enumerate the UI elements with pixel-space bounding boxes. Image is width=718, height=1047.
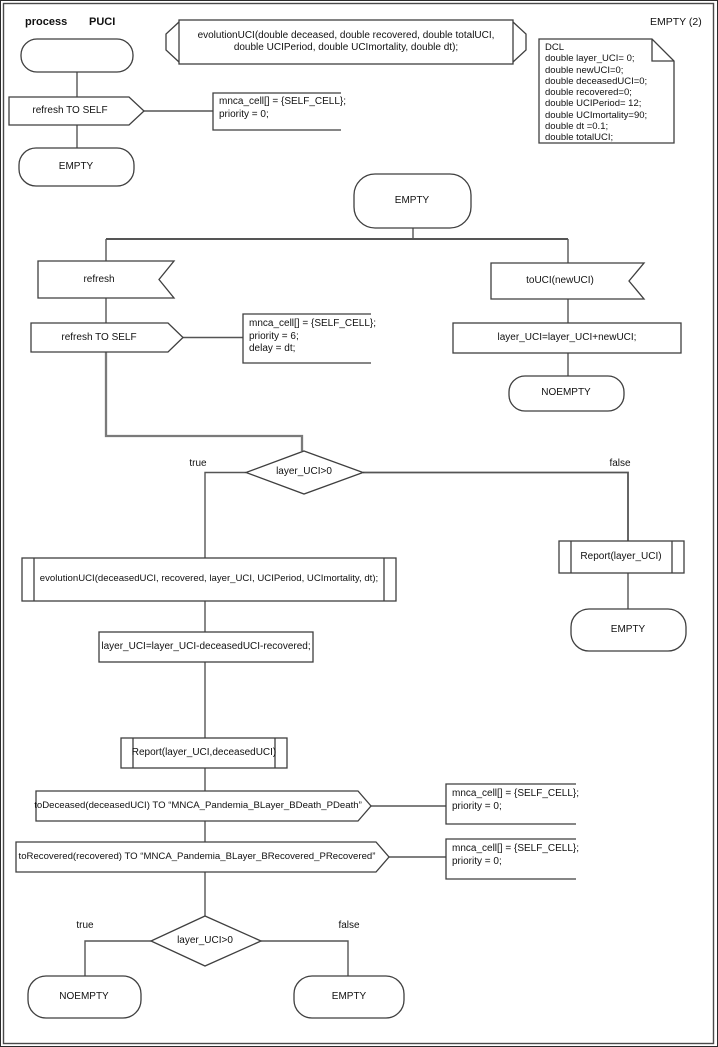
proc-report-1-label: Report(layer_UCI) xyxy=(580,551,662,562)
output-refresh-to-self-2-symbol xyxy=(30,322,184,353)
comment-box-1 xyxy=(212,92,341,131)
start-state-symbol xyxy=(20,38,134,73)
output-refresh-to-self-1-label: refresh TO SELF xyxy=(32,105,108,116)
input-refresh-symbol xyxy=(37,260,176,299)
output-todeceased-symbol xyxy=(35,790,372,822)
comment-3-text: mnca_cell[] = {SELF_CELL}; priority = 0; xyxy=(452,788,580,812)
page-label: EMPTY (2) xyxy=(650,16,702,28)
state-noempty-bottom-label: NOEMPTY xyxy=(59,991,109,1002)
decision-2-symbol xyxy=(149,915,263,967)
task-add-label: layer_UCI=layer_UCI+newUCI; xyxy=(497,332,637,343)
decision-1-label: layer_UCI>0 xyxy=(276,466,332,477)
decision-1-false-label: false xyxy=(609,458,631,469)
comment-box-3 xyxy=(445,783,576,825)
process-name: PUCI xyxy=(89,16,116,28)
dcl-text: DCL double layer_UCI= 0; double newUCI=0… xyxy=(545,42,648,144)
comment-2-text: mnca_cell[] = {SELF_CELL}; priority = 6;… xyxy=(249,318,377,354)
decision-2-false-label: false xyxy=(338,920,360,931)
state-noempty-right-label: NOEMPTY xyxy=(541,387,591,398)
state-noempty-bottom-symbol xyxy=(27,975,142,1019)
output-refresh-to-self-1-symbol xyxy=(8,96,145,126)
proc-evolutionuci-symbol xyxy=(21,557,397,602)
task-subtract-label: layer_UCI=layer_UCI-deceasedUCI-recovere… xyxy=(101,641,311,652)
proc-report-2-symbol xyxy=(120,737,288,769)
procedure-declaration-text: evolutionUCI(double deceased, double rec… xyxy=(197,30,495,53)
state-empty-1-symbol xyxy=(18,147,135,187)
output-todeceased-label: toDeceased(deceasedUCI) TO “MNCA_Pandemi… xyxy=(34,800,362,811)
decision-1-symbol xyxy=(244,450,365,495)
proc-report-2-label: Report(layer_UCI,deceasedUCI) xyxy=(131,747,277,758)
input-touci-symbol xyxy=(490,262,646,300)
state-empty-1-label: EMPTY xyxy=(58,161,94,172)
output-torecovered-symbol xyxy=(15,841,390,873)
state-empty-bottom-label: EMPTY xyxy=(331,991,367,1002)
output-refresh-to-self-2-label: refresh TO SELF xyxy=(61,332,137,343)
connectors xyxy=(76,72,629,976)
state-empty-right-symbol xyxy=(570,608,687,652)
comment-box-4 xyxy=(445,838,576,880)
task-add-symbol xyxy=(452,322,682,354)
state-empty-right-label: EMPTY xyxy=(610,624,646,635)
comment-4-text: mnca_cell[] = {SELF_CELL}; priority = 0; xyxy=(452,843,580,867)
decision-1-true-label: true xyxy=(189,458,207,469)
output-torecovered-label: toRecovered(recovered) TO “MNCA_Pandemia… xyxy=(18,851,376,862)
input-refresh-label: refresh xyxy=(83,274,115,285)
state-empty-main-label: EMPTY xyxy=(394,195,430,206)
decision-2-true-label: true xyxy=(76,920,94,931)
process-keyword: process xyxy=(25,16,68,28)
state-noempty-right-symbol xyxy=(508,375,625,412)
procedure-declaration-symbol xyxy=(165,19,527,65)
task-subtract-symbol xyxy=(98,631,314,663)
comment-1-text: mnca_cell[] = {SELF_CELL}; priority = 0; xyxy=(219,96,347,120)
proc-evolutionuci-label: evolutionUCI(deceasedUCI, recovered, lay… xyxy=(39,573,379,584)
state-empty-main-symbol xyxy=(353,173,472,229)
comment-box-2 xyxy=(242,313,371,364)
state-empty-bottom-symbol xyxy=(293,975,405,1019)
proc-report-1-symbol xyxy=(558,540,685,574)
dcl-text-symbol xyxy=(538,38,675,144)
decision-2-label: layer_UCI>0 xyxy=(177,935,233,946)
input-touci-label: toUCI(newUCI) xyxy=(526,275,594,286)
